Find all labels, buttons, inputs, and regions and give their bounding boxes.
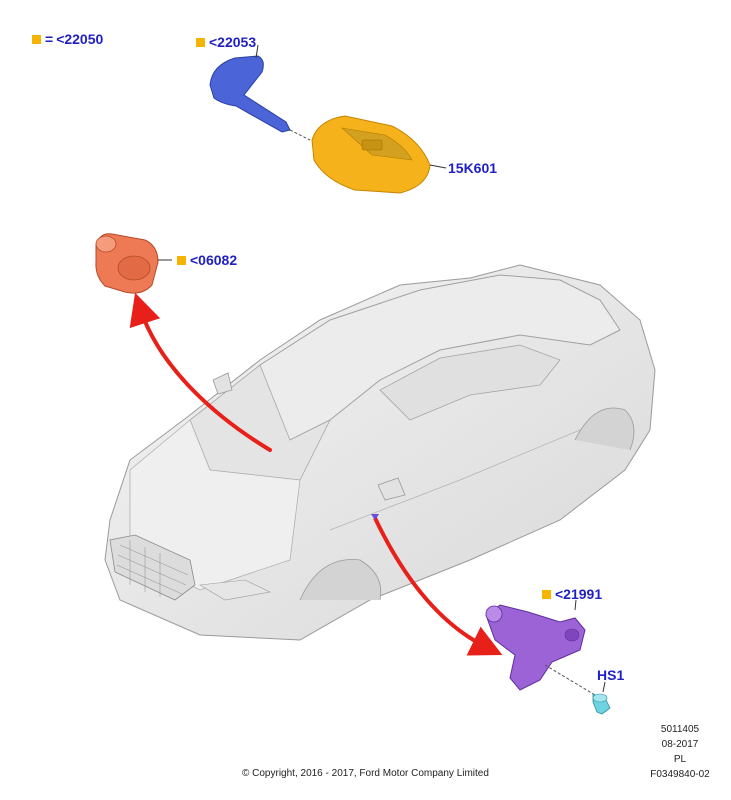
legend-text: <22050 <box>56 31 104 47</box>
vehicle-illustration <box>104 264 656 641</box>
diagram-date: 08-2017 <box>661 739 699 750</box>
ignition-switch-callout: <21991 <box>542 586 602 602</box>
lock-cylinder-part <box>95 233 172 294</box>
key-blade-label: <22053 <box>209 34 257 50</box>
key-blade-marker <box>196 37 205 47</box>
key-fob-label: 15K601 <box>448 160 498 176</box>
lock-cylinder-marker <box>177 255 186 265</box>
metadata-block: 5011405 08-2017 PL F0349840-02 <box>640 722 720 782</box>
legend-equals: = <box>45 31 54 47</box>
ignition-switch-label: <21991 <box>555 586 603 602</box>
copyright-text: © Copyright, 2016 - 2017, Ford Motor Com… <box>242 768 489 779</box>
key-blade-callout: <22053 <box>196 34 256 50</box>
legend-marker <box>32 34 41 44</box>
diagram-code: PL <box>673 754 687 765</box>
ignition-switch-part <box>485 599 596 696</box>
key-fob-part <box>311 115 447 194</box>
key-blade-part <box>209 44 311 141</box>
screw-part <box>592 681 611 715</box>
legend: = <22050 <box>32 31 103 47</box>
location-arrows <box>129 292 503 656</box>
lock-cylinder-label: <06082 <box>190 252 238 268</box>
ref-number: 5011405 <box>660 724 700 735</box>
lock-cylinder-callout: <06082 <box>177 252 237 268</box>
screw-label: HS1 <box>597 667 625 683</box>
figure-id: F0349840-02 <box>650 769 710 780</box>
ignition-switch-marker <box>542 589 551 599</box>
